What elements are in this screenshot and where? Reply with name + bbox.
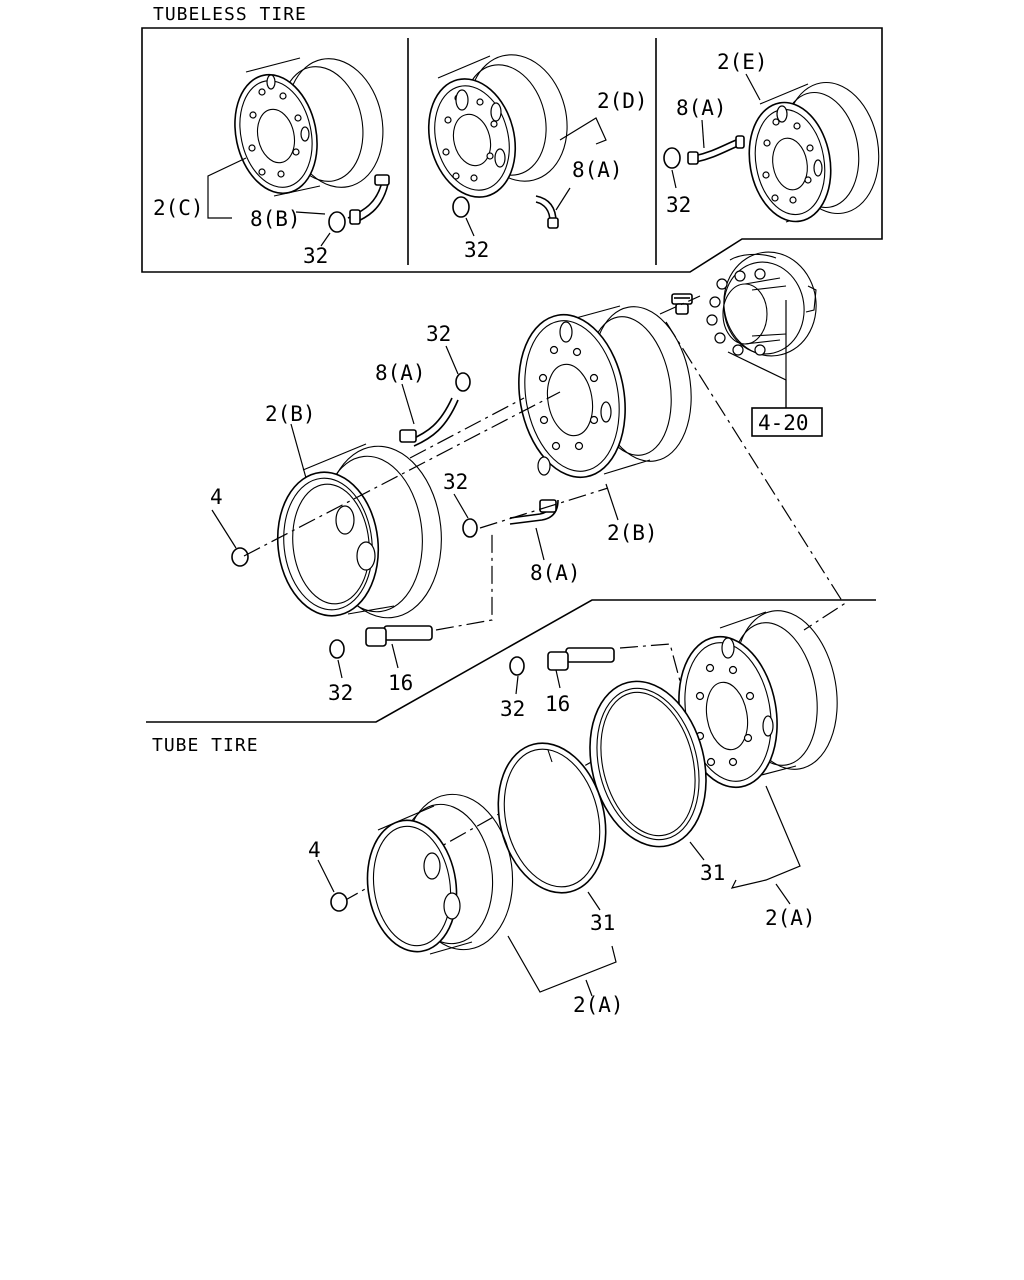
cap-32-g (509, 656, 525, 676)
tube-tire-title: TUBE TIRE (152, 735, 259, 756)
leader-2a-outer (507, 935, 617, 993)
wheel-2b-inner (518, 305, 692, 479)
leader-8a-e (701, 119, 705, 149)
leader-8a-upper (401, 383, 415, 425)
leader-4-lower (317, 859, 335, 893)
nut-4-lower (330, 892, 348, 912)
callout-2e: 2(E) (717, 50, 768, 74)
wheel-2b-outer (276, 443, 442, 619)
valve-8a-upper (399, 397, 459, 447)
cap-32-e (462, 518, 478, 538)
callout-16-upper: 16 (388, 671, 413, 695)
callout-32-a: 32 (303, 244, 328, 268)
assembly-line-4-upper (243, 391, 561, 557)
callout-2d: 2(D) (597, 89, 648, 113)
assembly-line-extension-tube (619, 643, 685, 697)
leader-4-20 (727, 351, 787, 408)
leader-32-f (337, 659, 343, 679)
leader-2b-outer (290, 423, 307, 479)
cap-32-c (663, 147, 681, 169)
leader-31-inner (689, 841, 705, 861)
leader-8a-lower (535, 527, 545, 561)
flap-31-outer (497, 742, 607, 894)
callout-31-outer: 31 (590, 911, 615, 935)
leader-32-b (465, 217, 475, 237)
section-separator (146, 599, 876, 723)
callout-2a-outer: 2(A) (573, 993, 624, 1017)
valve-8b (347, 174, 390, 225)
wheel-hub (706, 251, 817, 357)
callout-8b: 8(B) (250, 207, 301, 231)
leader-4-upper (211, 509, 237, 549)
cap-32-b (452, 196, 470, 218)
leader-8b (295, 211, 326, 215)
cap-32-f (329, 639, 345, 659)
leader-2a-inner-b (775, 883, 791, 905)
callout-2b-inner: 2(B) (607, 521, 658, 545)
callout-8a-upper: 8(A) (375, 361, 426, 385)
leader-32-d (445, 345, 459, 375)
leader-32-c (671, 169, 677, 189)
callout-32-e: 32 (443, 470, 468, 494)
wheel-2a-inner (678, 610, 838, 789)
callout-32-d: 32 (426, 322, 451, 346)
extension-16-lower (547, 647, 615, 671)
assembly-line-valve-upper (409, 397, 525, 459)
callout-32-g: 32 (500, 697, 525, 721)
callout-31-inner: 31 (700, 861, 725, 885)
leader-2a-outer-b (585, 979, 593, 997)
leader-32-g (515, 675, 519, 695)
wheel-2a-outer (366, 793, 514, 955)
leader-16-upper (391, 643, 399, 669)
tubeless-tire-title: TUBELESS TIRE (153, 4, 307, 25)
leader-2d (559, 117, 607, 145)
leader-2c (207, 157, 247, 219)
valve-8a-d (535, 195, 559, 229)
callout-4-lower: 4 (308, 838, 321, 862)
tubeless-inset-frame (141, 27, 883, 273)
callout-8a-lower: 8(A) (530, 561, 581, 585)
wheel-2c (234, 57, 384, 197)
reference-box-label: 4-20 (758, 411, 809, 435)
leader-8a-d (555, 187, 571, 211)
leader-31-outer (587, 891, 601, 911)
cap-32-d (455, 372, 471, 392)
callout-2b-outer: 2(B) (265, 402, 316, 426)
wheel-2d (427, 54, 568, 198)
cap-32-a (328, 211, 346, 233)
leader-32-a (320, 232, 331, 247)
callout-32-f: 32 (328, 681, 353, 705)
assembly-line-valve-lower (479, 487, 609, 529)
callout-32-c: 32 (666, 193, 691, 217)
reference-box-4-20 (751, 407, 823, 437)
assembly-line-stud-to-tube (665, 321, 845, 631)
leader-32-e (453, 493, 469, 519)
valve-8a-e (687, 135, 745, 165)
leader-2b-inner (605, 483, 619, 521)
flap-31-inner (589, 680, 707, 848)
callout-2c: 2(C) (153, 196, 204, 220)
nut-4-upper (231, 547, 249, 567)
leader-16-lower (555, 669, 561, 689)
valve-8a-lower (509, 499, 559, 525)
assembly-line-stud (659, 295, 701, 315)
assembly-line-extension-upper (435, 530, 493, 631)
callout-8a-e: 8(A) (676, 96, 727, 120)
callout-2a-inner: 2(A) (765, 906, 816, 930)
leader-2e (745, 73, 761, 101)
callout-32-b: 32 (464, 238, 489, 262)
leader-2a-inner (730, 785, 801, 889)
callout-8a-d: 8(A) (572, 158, 623, 182)
extension-16-upper (365, 625, 433, 647)
wheel-2e (748, 81, 880, 223)
callout-16-lower: 16 (545, 692, 570, 716)
callout-4-upper: 4 (210, 485, 223, 509)
